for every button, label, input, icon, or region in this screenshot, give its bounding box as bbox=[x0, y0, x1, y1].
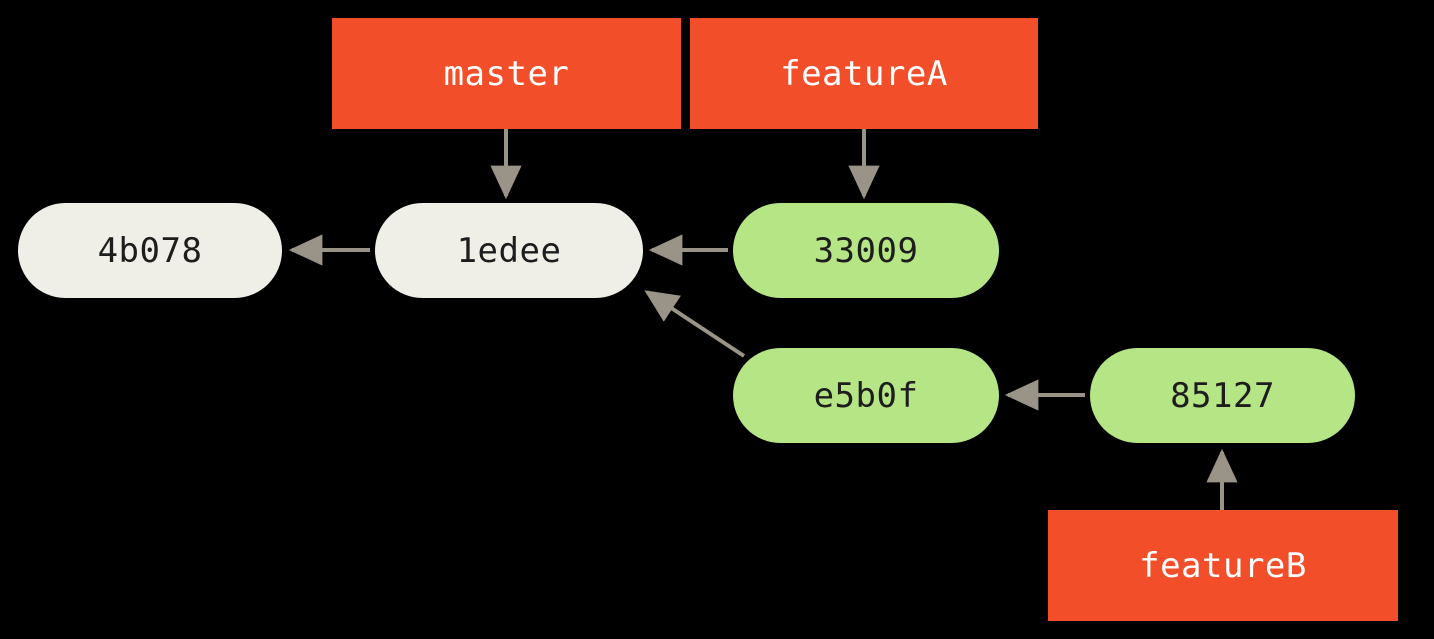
commit-hash-85127: 85127 bbox=[1170, 375, 1275, 416]
branch-label-master: master bbox=[443, 53, 570, 94]
branch-label-featureA: featureA bbox=[780, 53, 948, 94]
commit-hash-1edee: 1edee bbox=[456, 230, 562, 271]
commit-hash-33009: 33009 bbox=[813, 230, 919, 271]
branch-box-featureB[interactable]: featureB bbox=[1048, 510, 1398, 621]
commit-hash-e5b0f: e5b0f bbox=[813, 375, 919, 416]
commit-node-e5b0f[interactable]: e5b0f bbox=[733, 348, 999, 443]
edge-e5b0f-to-1edee bbox=[644, 290, 746, 358]
branch-box-master[interactable]: master bbox=[332, 18, 681, 129]
commit-node-1edee[interactable]: 1edee bbox=[375, 203, 643, 298]
commit-node-85127[interactable]: 85127 bbox=[1090, 348, 1355, 443]
commit-node-4b078[interactable]: 4b078 bbox=[18, 203, 282, 298]
branch-label-featureB: featureB bbox=[1139, 545, 1307, 586]
commit-hash-4b078: 4b078 bbox=[97, 230, 203, 271]
branch-box-featureA[interactable]: featureA bbox=[690, 18, 1038, 129]
commit-node-33009[interactable]: 33009 bbox=[733, 203, 999, 298]
